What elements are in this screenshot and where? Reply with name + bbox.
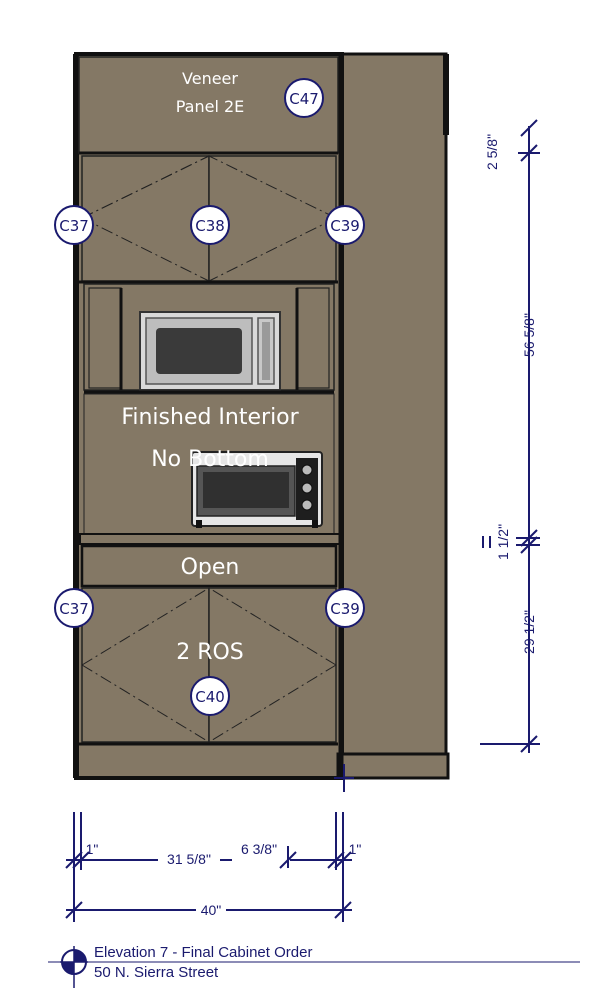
tag-c38-text: C38 [195,217,225,235]
counter [79,533,343,545]
horizontal-dimensions [65,812,352,922]
dim-small: 1 1/2" [495,524,511,560]
tag-c39-lower: C39 [325,588,365,628]
ros-label: 2 ROS [176,640,244,665]
tag-c47-text: C47 [289,90,319,108]
vertical-dimensions [480,119,540,753]
dim-right-filler: 1" [349,841,362,857]
veneer-label-line2: Panel 2E [176,97,245,116]
upper-doors [81,155,337,282]
elevation-marker-icon [60,946,88,988]
finished-interior-label: Finished Interior [121,405,299,430]
tag-c38: C38 [190,205,230,245]
vertical-dimension-labels: 2 5/8" 56 5/8" 1 1/2" 29 1/2" [484,134,537,654]
no-bottom-label: No Bottom [151,447,269,472]
toe-kick [336,752,450,780]
title-block: Elevation 7 - Final Cabinet Order 50 N. … [48,944,580,988]
veneer-label-line1: Veneer [182,69,238,88]
dim-lower: 29 1/2" [521,610,537,654]
title-line2: 50 N. Sierra Street [94,964,219,981]
cabinet-tags: C47 C37 C38 C39 C37 C39 C40 [54,78,365,716]
tag-c37-lower: C37 [54,588,94,628]
open-label: Open [181,555,240,580]
toaster-oven [191,451,323,528]
horizontal-dimension-labels: 1" 31 5/8" 6 3/8" 1" 40" [86,841,362,918]
dim-middle: 56 5/8" [521,313,537,357]
cabinet-labels: Veneer Panel 2E Finished Interior No Bot… [121,69,299,665]
tag-c40-text: C40 [195,688,225,706]
tag-c47: C47 [284,78,324,118]
tag-c37-upper-text: C37 [59,217,89,235]
tag-c37-upper: C37 [54,205,94,245]
tag-c39-upper: C39 [325,205,365,245]
dim-left-filler: 1" [86,841,99,857]
side-panel [336,52,448,756]
tag-c39-lower-text: C39 [330,600,360,618]
title-line1: Elevation 7 - Final Cabinet Order [94,944,312,961]
dim-top-gap: 2 5/8" [484,134,500,170]
lower-doors [81,587,337,743]
microwave [139,311,281,391]
dim-side-panel: 6 3/8" [241,841,277,857]
tag-c39-upper-text: C39 [330,217,360,235]
dim-overall: 40" [201,902,222,918]
tag-c40: C40 [190,676,230,716]
tag-c37-lower-text: C37 [59,600,89,618]
dim-main-width: 31 5/8" [167,851,211,867]
open-section [80,544,338,588]
